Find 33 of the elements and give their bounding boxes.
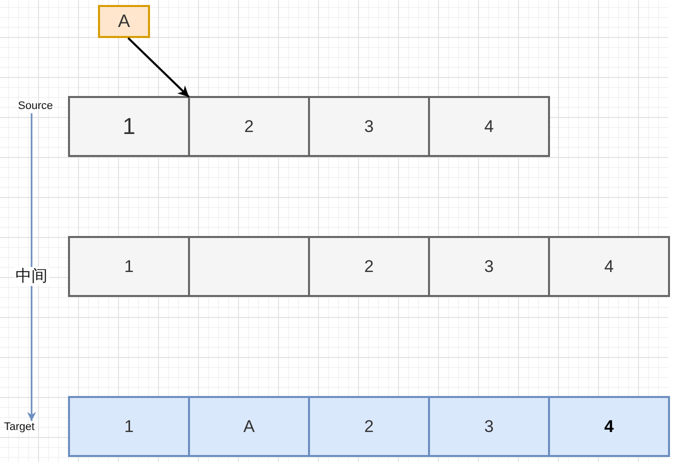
array-cell xyxy=(68,96,190,157)
arrow xyxy=(27,113,36,421)
item-label: 3 xyxy=(364,116,374,136)
item-label: 4 xyxy=(604,256,614,276)
row-label: Source xyxy=(18,100,53,114)
item-label: 1 xyxy=(124,256,134,276)
item-label: 1 xyxy=(124,416,134,436)
array-cell xyxy=(548,236,670,297)
edge-label: 中间 xyxy=(14,266,49,286)
item-label: 3 xyxy=(484,256,494,276)
array-cell xyxy=(308,396,430,457)
array-cell xyxy=(548,396,670,457)
array-cell xyxy=(188,96,310,157)
item-label: 2 xyxy=(244,116,254,136)
item-label: 4 xyxy=(484,116,494,136)
array-cell xyxy=(428,236,550,297)
item-label: A xyxy=(243,416,255,436)
item-label: A xyxy=(118,11,130,32)
array-cell xyxy=(428,96,550,157)
row-label: Target xyxy=(4,421,35,434)
array-cell xyxy=(308,96,430,157)
insert-item-box xyxy=(98,5,150,38)
array-cell xyxy=(428,396,550,457)
item-label: 2 xyxy=(364,256,374,276)
item-label: 1 xyxy=(122,113,136,140)
array-cell xyxy=(68,236,190,297)
item-label: 3 xyxy=(484,416,494,436)
array-cell xyxy=(68,396,190,457)
array-cell xyxy=(308,236,430,297)
item-label: 2 xyxy=(364,416,374,436)
array-cell xyxy=(188,396,310,457)
arrow xyxy=(127,37,190,98)
item-label: 4 xyxy=(604,416,614,436)
